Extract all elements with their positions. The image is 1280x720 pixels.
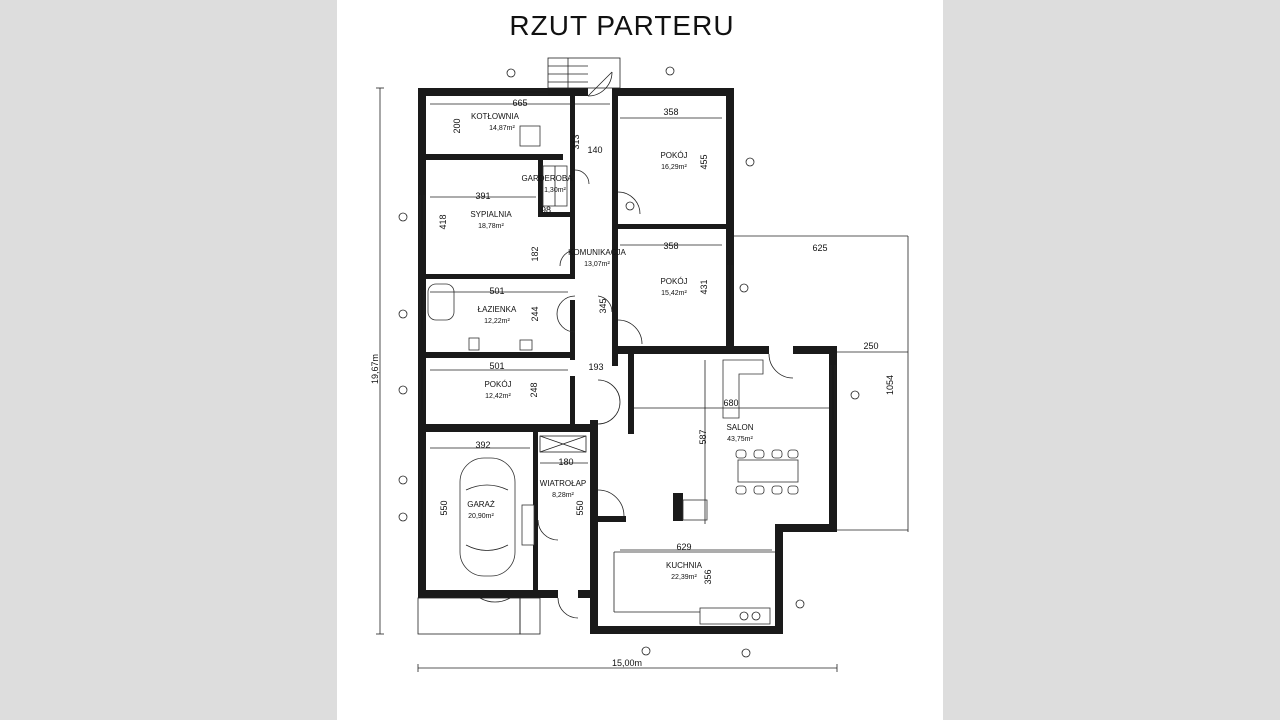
dim-418: 418 [438,214,448,229]
dim-total-width: 15,00m [612,658,642,668]
room-area-lazienka: 12,22m² [484,318,510,325]
drawing-sheet [337,0,943,720]
room-labels: KOTŁOWNIA 14,87m² GARDEROBA 1,30m² SYPIA… [467,112,754,581]
bathtub [427,283,455,321]
door-swings [479,71,794,619]
windows [419,89,836,633]
kitchen-counter [699,607,771,625]
room-name-kuchnia: KUCHNIA [666,561,703,570]
room-area-pokoj-e: 15,42m² [661,290,687,297]
dim-1054: 1054 [885,375,895,395]
interior-walls [418,96,730,592]
dim-629: 629 [676,542,691,552]
dim-193: 193 [588,362,603,372]
dim-250: 250 [863,341,878,351]
room-name-lazienka: ŁAZIENKA [478,305,517,314]
room-name-pokoj-ne: POKÓJ [660,151,687,160]
dim-358-b: 358 [663,241,678,251]
dim-98: 98 [541,205,551,215]
room-area-pokoj-ne: 16,29m² [661,164,687,171]
plan-title: RZUT PARTERU [509,10,735,41]
dim-501-b: 501 [489,361,504,371]
dim-356: 356 [703,569,713,584]
room-area-garaz: 20,90m² [468,513,494,520]
dim-625: 625 [812,243,827,253]
room-area-sypialnia: 18,78m² [478,223,504,230]
room-name-sypialnia: SYPIALNIA [470,210,512,219]
dim-248: 248 [529,382,539,397]
dimension-labels: 665 200 313 140 358 455 391 418 98 182 3… [370,98,895,668]
room-area-kuchnia: 22,39m² [671,574,697,581]
dim-total-height: 19,67m [370,354,380,384]
sofa [722,359,764,419]
dim-550-a: 550 [439,500,449,515]
dining-table [737,459,799,483]
room-area-kotlownia: 14,87m² [489,125,515,132]
room-name-komunikacja: KOMUNIKACJA [568,248,626,257]
room-name-pokoj-e: POKÓJ [660,277,687,286]
dim-455: 455 [699,154,709,169]
entry-steps [547,57,621,89]
room-area-wiatrolap: 8,28m² [552,492,574,499]
room-name-wiatrolap: WIATROŁAP [540,479,587,488]
dim-244: 244 [530,306,540,321]
dim-358-a: 358 [663,107,678,117]
dim-140: 140 [587,145,602,155]
dim-680: 680 [723,398,738,408]
dim-392: 392 [475,440,490,450]
room-area-salon: 43,75m² [727,436,753,443]
furniture [417,125,829,635]
room-area-komunikacja: 13,07m² [584,261,610,268]
dim-550-b: 550 [575,500,585,515]
dim-501-a: 501 [489,286,504,296]
dim-182: 182 [530,246,540,261]
dim-431: 431 [699,279,709,294]
window-markers [398,66,860,658]
exterior-walls [418,88,837,634]
room-name-salon: SALON [726,423,753,432]
room-area-pokoj-sw: 12,42m² [485,393,511,400]
room-name-garaz: GARAŻ [467,500,495,509]
room-name-pokoj-sw: POKÓJ [484,380,511,389]
room-name-kotlownia: KOTŁOWNIA [471,112,520,121]
dim-587: 587 [698,429,708,444]
dim-345: 345 [598,298,608,313]
dim-180: 180 [558,457,573,467]
dimension-lines [376,87,909,672]
room-area-garderoba: 1,30m² [544,187,566,194]
dim-200: 200 [452,118,462,133]
dim-391: 391 [475,191,490,201]
room-name-garderoba: GARDEROBA [521,174,573,183]
dim-313: 313 [571,134,581,149]
dim-665: 665 [512,98,527,108]
